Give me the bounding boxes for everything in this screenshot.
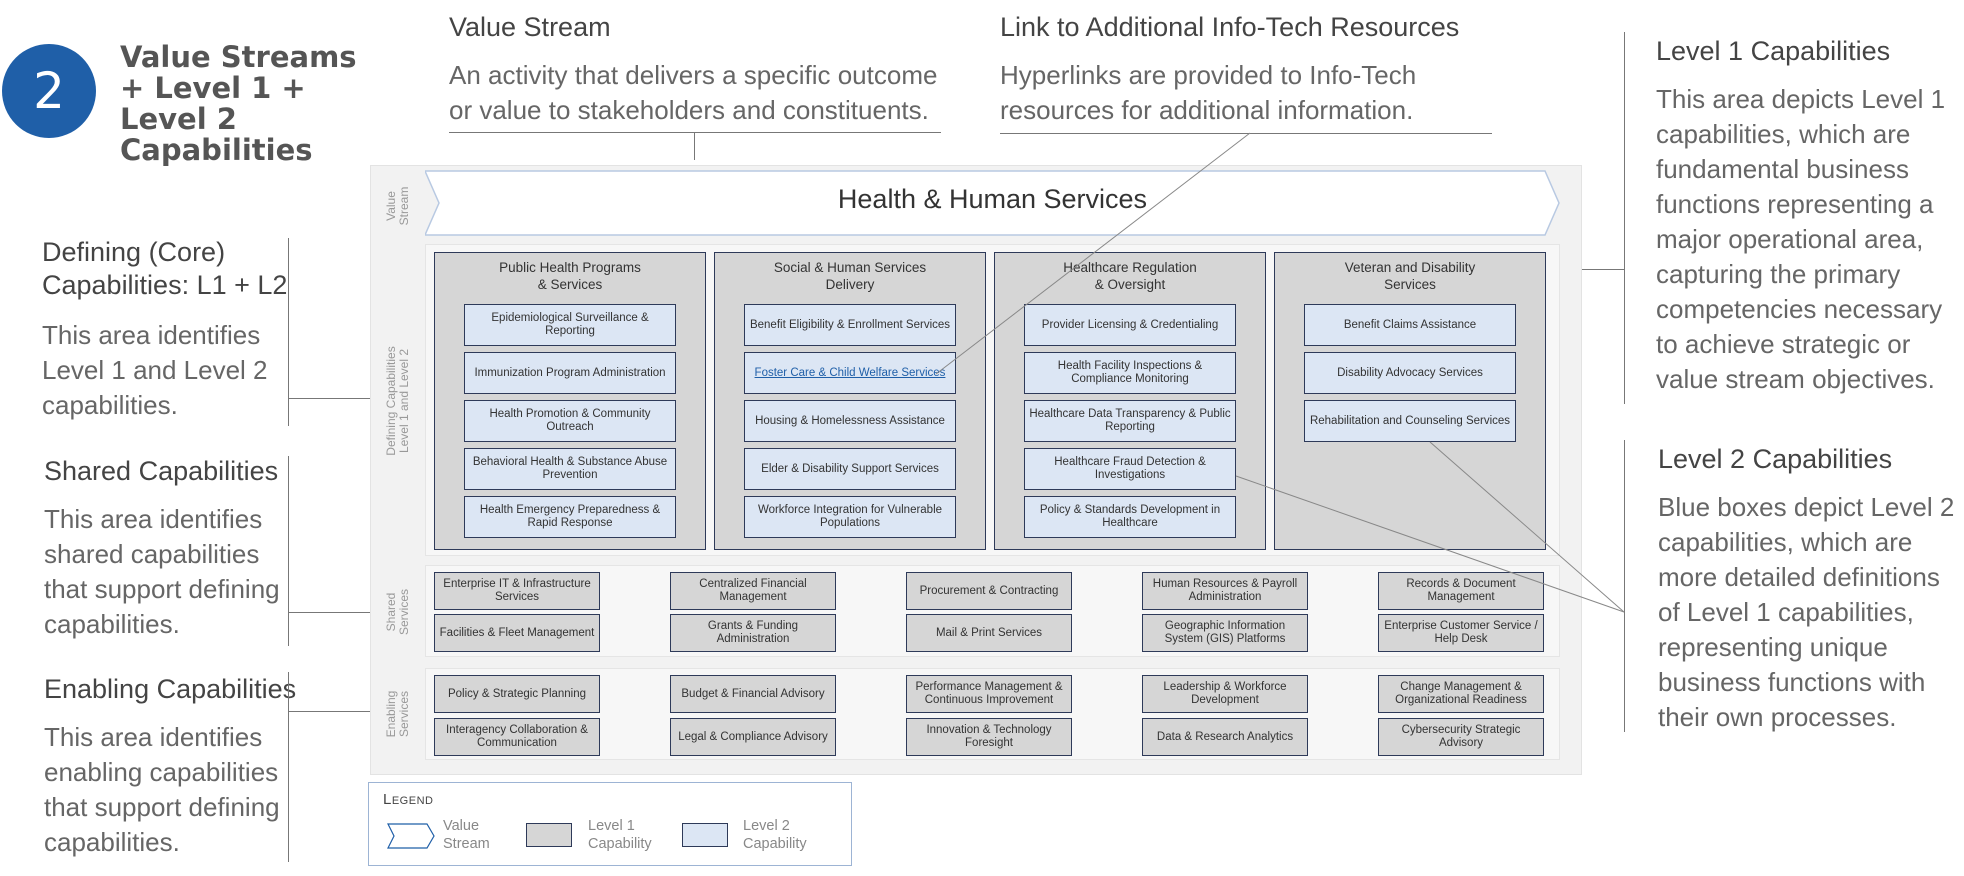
l2-capability: Benefit Eligibility & Enrollment Service… [744,304,956,346]
l1-title: Social & Human Services Delivery [773,260,927,292]
shared-capability: Records & Document Management [1378,572,1544,610]
enabling-capability: Performance Management & Continuous Impr… [906,675,1072,713]
link-callout-body: Hyperlinks are provided to Info-Tech res… [1000,60,1417,125]
legend-level2-label: Level 2 Capability [743,818,807,852]
defining-callout-heading: Defining (Core) Capabilities: L1 + L2 [42,237,288,300]
step-title: Value Streams + Level 1 + Level 2 Capabi… [120,40,357,167]
l1-title: Healthcare Regulation & Oversight [1063,260,1197,292]
shared-capability: Enterprise Customer Service / Help Desk [1378,614,1544,652]
l2-capability: Immunization Program Administration [464,352,676,394]
defining-callout-bracket [288,238,289,426]
l2-capability: Health Facility Inspections & Compliance… [1024,352,1236,394]
l2-capability: Elder & Disability Support Services [744,448,956,490]
enabling-capability: Data & Research Analytics [1142,718,1308,756]
level2-callout-heading: Level 2 Capabilities [1658,444,1893,474]
enabling-capability: Budget & Financial Advisory [670,675,836,713]
side-label-shared: Shared Services [384,589,411,636]
level1-callout-body: This area depicts Level 1 capabilities, … [1656,84,1946,394]
l2-capability: Workforce Integration for Vulnerable Pop… [744,496,956,538]
level2-callout-body: Blue boxes depict Level 2 capabilities, … [1658,492,1955,732]
enabling-capability: Policy & Strategic Planning [434,675,600,713]
legend-level1-label: Level 1 Capability [588,818,652,852]
l2-capability: Health Emergency Preparedness & Rapid Re… [464,496,676,538]
shared-capability: Grants & Funding Administration [670,614,836,652]
defining-callout-connector [288,398,372,399]
shared-capability: Mail & Print Services [906,614,1072,652]
enabling-capability: Innovation & Technology Foresight [906,718,1072,756]
legend-level2-swatch [682,823,728,847]
foster-care-link[interactable]: Foster Care & Child Welfare Services [754,366,946,379]
shared-callout-bracket [288,456,289,646]
l2-capability: Healthcare Data Transparency & Public Re… [1024,400,1236,442]
value-stream-label: Health & Human Services [837,184,1148,214]
enabling-capability: Leadership & Workforce Development [1142,675,1308,713]
l2-capability: Provider Licensing & Credentialing [1024,304,1236,346]
legend-value-stream-label: Value Stream [443,818,490,852]
l2-capability: Health Promotion & Community Outreach [464,400,676,442]
shared-callout-connector [288,612,372,613]
enabling-callout-heading: Enabling Capabilities [44,674,297,704]
l2-capability: Healthcare Fraud Detection & Investigati… [1024,448,1236,490]
shared-capability: Procurement & Contracting [906,572,1072,610]
enabling-callout-bracket [288,672,289,862]
shared-capability: Facilities & Fleet Management [434,614,600,652]
l2-capability: Benefit Claims Assistance [1304,304,1516,346]
enabling-capability: Legal & Compliance Advisory [670,718,836,756]
enabling-callout-connector [288,711,372,712]
enabling-capability: Interagency Collaboration & Communicatio… [434,718,600,756]
level1-callout-heading: Level 1 Capabilities [1656,36,1891,66]
shared-callout-body: This area identifies shared capabilities… [44,504,280,639]
enabling-capability: Cybersecurity Strategic Advisory [1378,718,1544,756]
l2-capability: Epidemiological Surveillance & Reporting [464,304,676,346]
level1-callout-connector [1578,269,1624,270]
defining-callout-body: This area identifies Level 1 and Level 2… [42,320,268,420]
shared-capability: Centralized Financial Management [670,572,836,610]
legend: Legend Value Stream Level 1 Capability L… [368,782,852,866]
l2-capability: Policy & Standards Development in Health… [1024,496,1236,538]
legend-title: Legend [383,791,434,808]
shared-callout-heading: Shared Capabilities [44,456,279,486]
l1-title: Public Health Programs & Services [499,260,641,292]
side-label-enabling: Enabling Services [384,690,411,738]
level1-callout-bracket [1624,32,1625,404]
legend-level1-swatch [526,823,572,847]
shared-capability: Enterprise IT & Infrastructure Services [434,572,600,610]
value-stream-callout-rule [449,132,941,133]
value-stream-callout-connector [694,132,695,160]
l2-capability: Rehabilitation and Counseling Services [1304,400,1516,442]
enabling-capability: Change Management & Organizational Readi… [1378,675,1544,713]
side-label-defining: Defining Capabilities Level 1 and Level … [384,346,411,456]
l2-capability: Behavioral Health & Substance Abuse Prev… [464,448,676,490]
value-stream-callout-heading: Value Stream [449,12,611,42]
l2-capability: Disability Advocacy Services [1304,352,1516,394]
l1-title: Veteran and Disability Services [1344,260,1476,292]
enabling-callout-body: This area identifies enabling capabiliti… [44,722,280,857]
l2-capability-link[interactable]: Foster Care & Child Welfare Services [744,352,956,394]
shared-capability: Geographic Information System (GIS) Plat… [1142,614,1308,652]
legend-value-stream-swatch [387,823,435,849]
level2-callout-bracket [1624,440,1625,732]
step-number-badge: 2 [2,44,96,138]
link-callout-heading: Link to Additional Info-Tech Resources [1000,12,1460,42]
link-callout-rule [1000,133,1492,134]
shared-capability: Human Resources & Payroll Administration [1142,572,1308,610]
value-stream-callout-body: An activity that delivers a specific out… [449,60,938,125]
l2-capability: Housing & Homelessness Assistance [744,400,956,442]
side-label-value-stream: Value Stream [384,186,411,226]
